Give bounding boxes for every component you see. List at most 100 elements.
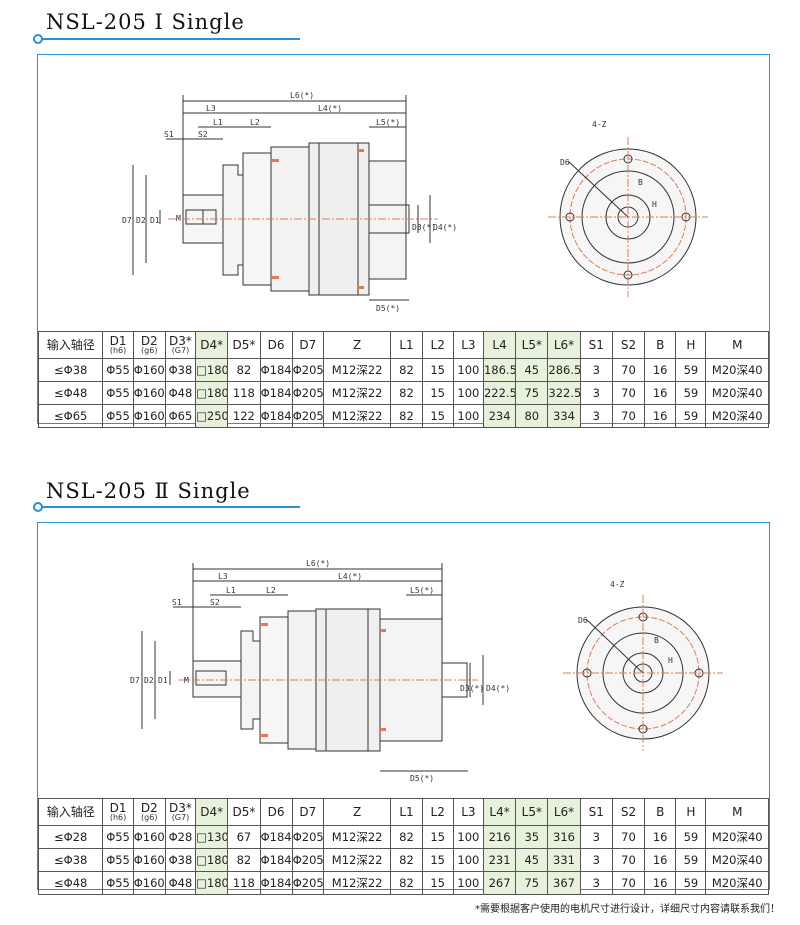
table-cell: Φ55 bbox=[102, 825, 134, 849]
dim-L6: L6(*) bbox=[290, 91, 314, 100]
column-header: S1 bbox=[579, 798, 613, 826]
table-cell: Φ55 bbox=[102, 404, 134, 428]
table-cell: 16 bbox=[644, 358, 677, 382]
column-header: L4* bbox=[482, 798, 517, 826]
column-header: D1(h6) bbox=[102, 798, 134, 826]
dim-D5: D5(*) bbox=[410, 774, 434, 783]
table-cell: 16 bbox=[644, 848, 677, 872]
column-header: L2 bbox=[421, 331, 454, 359]
table-cell: M12深22 bbox=[322, 404, 392, 428]
table-cell: 118 bbox=[227, 871, 261, 895]
table-cell: 222.5 bbox=[482, 381, 517, 405]
table-cell: Φ205 bbox=[291, 848, 324, 872]
table-cell: 216 bbox=[482, 825, 517, 849]
dim-S2: S2 bbox=[210, 598, 220, 607]
table-cell: Φ205 bbox=[291, 404, 324, 428]
table-cell: Φ184 bbox=[259, 381, 293, 405]
table-cell: □180 bbox=[195, 871, 229, 895]
table-cell: 3 bbox=[579, 381, 613, 405]
table-cell: Φ184 bbox=[259, 825, 293, 849]
table-cell: M20深40 bbox=[705, 404, 769, 428]
table-cell: 231 bbox=[482, 848, 517, 872]
table-cell: Φ55 bbox=[102, 871, 134, 895]
table-cell: 16 bbox=[644, 381, 677, 405]
column-header: D5* bbox=[227, 798, 261, 826]
table-cell: ≤Φ38 bbox=[37, 848, 104, 872]
table-cell: 186.5 bbox=[482, 358, 517, 382]
column-header: H bbox=[675, 798, 707, 826]
table-cell: Φ205 bbox=[291, 871, 324, 895]
table-cell: 82 bbox=[390, 848, 423, 872]
table-cell: 3 bbox=[579, 404, 613, 428]
table-cell: 59 bbox=[675, 871, 707, 895]
column-header: D7 bbox=[291, 331, 324, 359]
table-cell: 3 bbox=[579, 848, 613, 872]
column-header: L1 bbox=[390, 331, 423, 359]
table-cell: M20深40 bbox=[705, 848, 769, 872]
table-cell: 70 bbox=[611, 404, 646, 428]
dim-D6: D6 bbox=[578, 616, 588, 625]
table-cell: Φ48 bbox=[164, 871, 197, 895]
table-cell: Φ48 bbox=[164, 381, 197, 405]
table-cell: M20深40 bbox=[705, 358, 769, 382]
dim-H: H bbox=[652, 200, 657, 209]
dim-L2: L2 bbox=[266, 586, 276, 595]
table-cell: M20深40 bbox=[705, 871, 769, 895]
table-cell: ≤Φ48 bbox=[37, 871, 104, 895]
table-cell: 100 bbox=[452, 381, 484, 405]
table-cell: M12深22 bbox=[322, 848, 392, 872]
column-header: D5* bbox=[227, 331, 261, 359]
end-view: D6 4-Z B H bbox=[548, 120, 708, 297]
table-cell: 45 bbox=[515, 358, 549, 382]
table-cell: Φ55 bbox=[102, 848, 134, 872]
table-cell: □180 bbox=[195, 848, 229, 872]
column-header: S2 bbox=[611, 798, 646, 826]
column-header: H bbox=[675, 331, 707, 359]
table-cell: 82 bbox=[390, 404, 423, 428]
table-cell: 59 bbox=[675, 381, 707, 405]
table-cell: 82 bbox=[227, 848, 261, 872]
table-cell: Φ184 bbox=[259, 358, 293, 382]
dim-S1: S1 bbox=[164, 130, 174, 139]
section2-frame: L6(*) L4(*) L3 L1 L2 L5(*) S1 S2 D7 D2 D… bbox=[37, 522, 770, 895]
column-header: D6 bbox=[259, 798, 293, 826]
table-cell: 15 bbox=[421, 404, 454, 428]
table-cell: 82 bbox=[390, 871, 423, 895]
table-cell: 70 bbox=[611, 381, 646, 405]
table-cell: 3 bbox=[579, 871, 613, 895]
table-cell: 45 bbox=[515, 848, 549, 872]
table-cell: 75 bbox=[515, 381, 549, 405]
dim-H: H bbox=[668, 656, 673, 665]
dim-D5: D5(*) bbox=[376, 304, 400, 313]
table-cell: 16 bbox=[644, 871, 677, 895]
table-cell: 16 bbox=[644, 825, 677, 849]
table-cell: Φ55 bbox=[102, 381, 134, 405]
section2-bullet-icon bbox=[33, 502, 43, 512]
table-cell: Φ55 bbox=[102, 358, 134, 382]
dim-D4: D4(*) bbox=[486, 684, 510, 693]
dim-L4: L4(*) bbox=[318, 104, 342, 113]
dim-D2: D2 bbox=[136, 216, 146, 225]
column-header: D6 bbox=[259, 331, 293, 359]
table-cell: □250 bbox=[195, 404, 229, 428]
footnote: *需要根据客户使用的电机尺寸进行设计，详细尺寸内容请联系我们！ bbox=[475, 904, 780, 915]
table-cell: □180 bbox=[195, 381, 229, 405]
table-cell: 15 bbox=[421, 871, 454, 895]
table-cell: M12深22 bbox=[322, 358, 392, 382]
section1-title: NSL-205 Ⅰ Single bbox=[46, 10, 245, 34]
dim-D6: D6 bbox=[560, 158, 570, 167]
table-cell: Φ184 bbox=[259, 404, 293, 428]
dim-S2: S2 bbox=[198, 130, 208, 139]
dim-B: B bbox=[638, 178, 643, 187]
dim-D3: D3(*) bbox=[460, 684, 484, 693]
table-cell: 82 bbox=[227, 358, 261, 382]
table-cell: Φ65 bbox=[164, 404, 197, 428]
column-header: B bbox=[644, 331, 677, 359]
table-cell: Φ160 bbox=[132, 825, 166, 849]
side-view: L6(*) L4(*) L3 L1 L2 L5(*) S1 S2 D7 D2 D… bbox=[130, 559, 510, 783]
column-header: 输入轴径 bbox=[37, 798, 104, 826]
table-cell: 82 bbox=[390, 358, 423, 382]
